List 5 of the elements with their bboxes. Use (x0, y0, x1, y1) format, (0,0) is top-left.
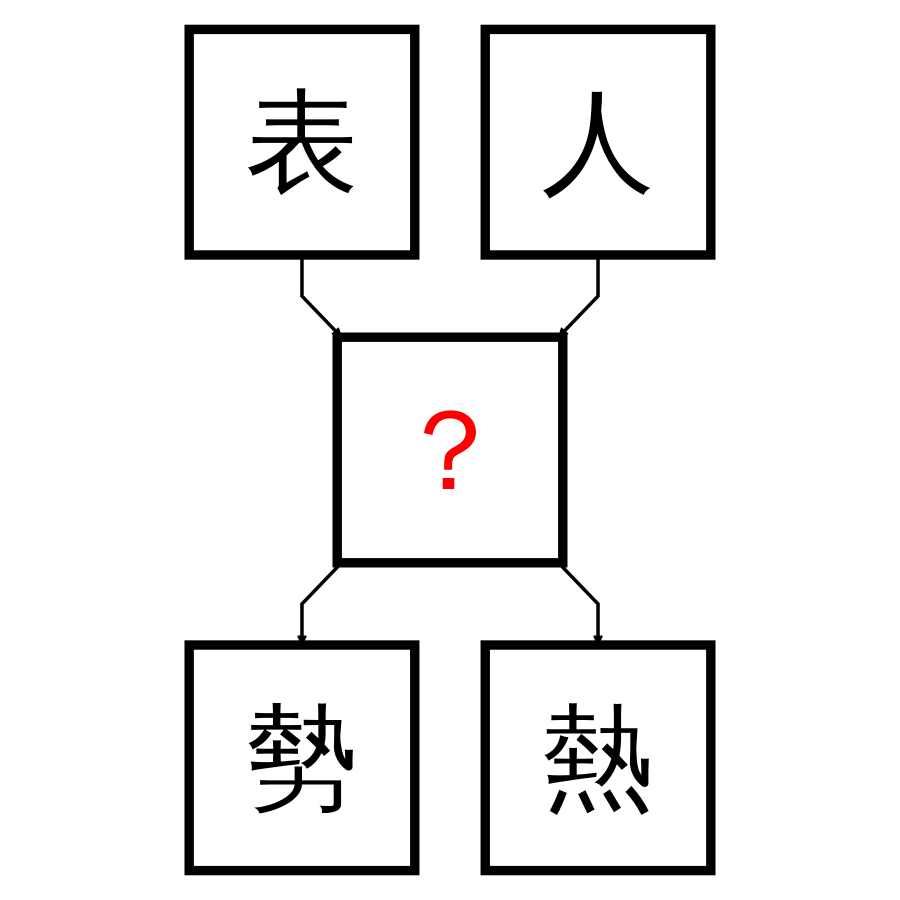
node-box: ？ (332, 332, 568, 568)
node-box: 表 (184, 24, 420, 260)
node-box: 勢 (184, 640, 420, 876)
node-box: 熱 (480, 640, 716, 876)
node-box: 人 (480, 24, 716, 260)
